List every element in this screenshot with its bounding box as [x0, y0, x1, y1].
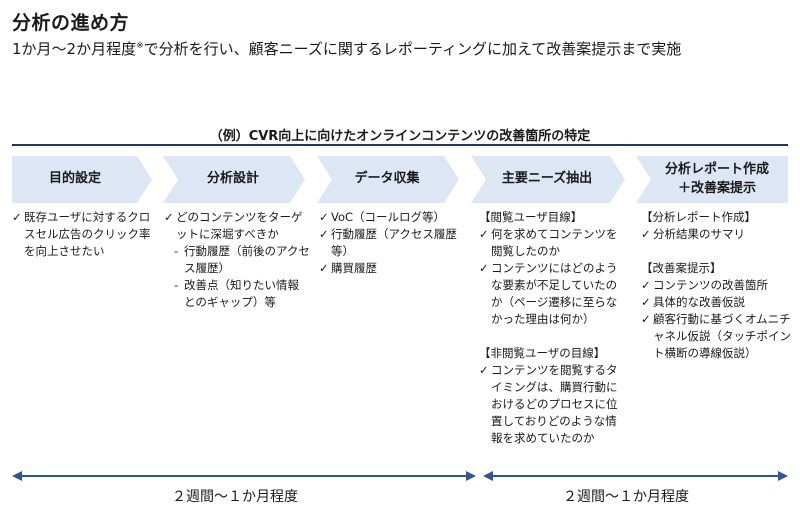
subtitle-note-mark: ※	[136, 41, 144, 51]
list-item: VoC（コールログ等）	[319, 209, 465, 226]
list-item: 分析結果のサマリ	[641, 226, 791, 243]
step-label-line2: ＋改善案提示	[677, 180, 756, 196]
step-label: 主要ニーズ抽出	[501, 171, 593, 187]
group-heading: 【閲覧ユーザ目線】	[479, 210, 583, 224]
group-heading: 【非閲覧ユーザの目線】	[479, 346, 606, 360]
list-item: 具体的な改善仮説	[641, 294, 791, 311]
step-label: 分析設計	[206, 171, 259, 187]
step-data-collection: データ収集	[317, 156, 459, 203]
step-needs-extraction: 主要ニーズ抽出	[471, 156, 625, 203]
list-item: 行動履歴（アクセス履歴等）	[319, 226, 465, 260]
timeline-arrows	[12, 471, 788, 481]
page-subtitle: 1か月～2か月程度※で分析を行い、顧客ニーズに関するレポーティングに加えて改善案…	[12, 38, 681, 59]
sub-list-item: 改善点（知りたい情報とのギャップ）等	[164, 277, 310, 311]
arrowhead-left-icon	[483, 471, 493, 481]
column-report-and-proposal: 【分析レポート作成】 分析結果のサマリ 【改善案提示】 コンテンツの改善箇所 具…	[641, 209, 791, 362]
column-data-collection: VoC（コールログ等） 行動履歴（アクセス履歴等） 購買履歴	[319, 209, 465, 277]
step-report-and-proposal: 分析レポート作成 ＋改善案提示	[636, 156, 788, 203]
column-needs-extraction: 【閲覧ユーザ目線】 何を求めてコンテンツを閲覧したのか コンテンツにはどのような…	[479, 209, 627, 447]
list-item: どのコンテンツをターゲットに深堀すべきか	[164, 209, 310, 243]
group-heading: 【分析レポート作成】	[641, 210, 756, 224]
list-item: コンテンツの改善箇所	[641, 277, 791, 294]
step-objective-setting: 目的設定	[12, 156, 152, 203]
list-item: 顧客行動に基づくオムニチャネル仮説（タッチポイント横断の導線仮説）	[641, 311, 791, 362]
group-spacer	[641, 243, 791, 260]
column-analysis-design: どのコンテンツをターゲットに深堀すべきか 行動履歴（前後のアクセス履歴） 改善点…	[164, 209, 310, 311]
sub-list-item: 行動履歴（前後のアクセス履歴）	[164, 243, 310, 277]
step-label: 分析レポート作成 ＋改善案提示	[665, 161, 769, 197]
column-objective-setting: 既存ユーザに対するクロスセル広告のクリック率を向上させたい	[12, 209, 156, 260]
arrowhead-right-icon	[778, 471, 788, 481]
group-spacer	[479, 328, 627, 345]
step-label: データ収集	[354, 171, 420, 187]
subtitle-main: 1か月～2か月程度	[12, 40, 137, 58]
period-label-phase2: ２週間～１か月程度	[563, 489, 689, 505]
page-title: 分析の進め方	[12, 12, 130, 34]
step-label-line1: 分析レポート作成	[664, 162, 769, 178]
period-label-phase1: ２週間～１か月程度	[172, 489, 298, 505]
list-item: 既存ユーザに対するクロスセル広告のクリック率を向上させたい	[12, 209, 156, 260]
subtitle-rest: で分析を行い、顧客ニーズに関するレポーティングに加えて改善案提示まで実施	[143, 40, 682, 58]
diagram-heading: （例）CVR向上に向けたオンラインコンテンツの改善箇所の特定	[209, 129, 591, 144]
heading-divider	[12, 144, 788, 146]
list-item: 購買履歴	[319, 260, 465, 277]
group-heading: 【改善案提示】	[641, 261, 722, 275]
step-analysis-design: 分析設計	[163, 156, 305, 203]
step-label: 目的設定	[48, 171, 101, 187]
list-item: コンテンツにはどのような要素が不足していたのか（ページ遷移に至らなかった理由は何…	[479, 260, 627, 328]
list-item: コンテンツを閲覧するタイミングは、購買行動におけるどのプロセスに位置しておりどの…	[479, 362, 627, 447]
arrowhead-right-icon	[466, 471, 476, 481]
list-item: 何を求めてコンテンツを閲覧したのか	[479, 226, 627, 260]
arrowhead-left-icon	[12, 471, 22, 481]
